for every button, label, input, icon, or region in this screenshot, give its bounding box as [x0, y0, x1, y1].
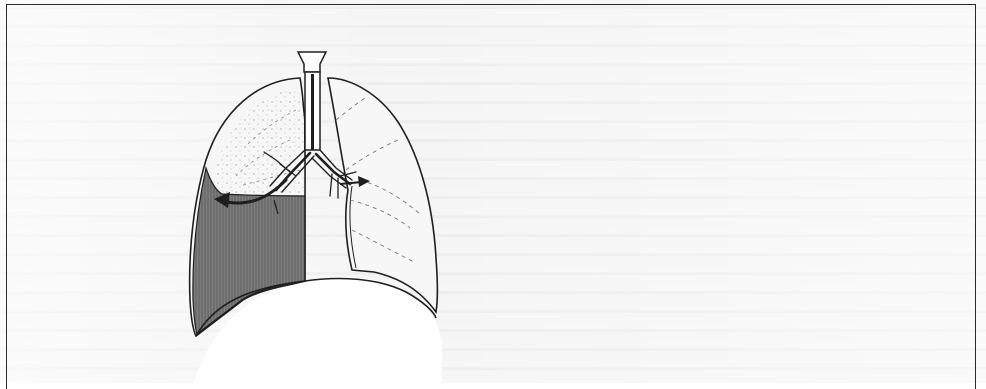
right-lung-upper-region: [212, 88, 304, 196]
lung-diagram: [180, 40, 450, 383]
figure-frame: [6, 4, 976, 389]
trachea-funnel: [298, 52, 326, 72]
